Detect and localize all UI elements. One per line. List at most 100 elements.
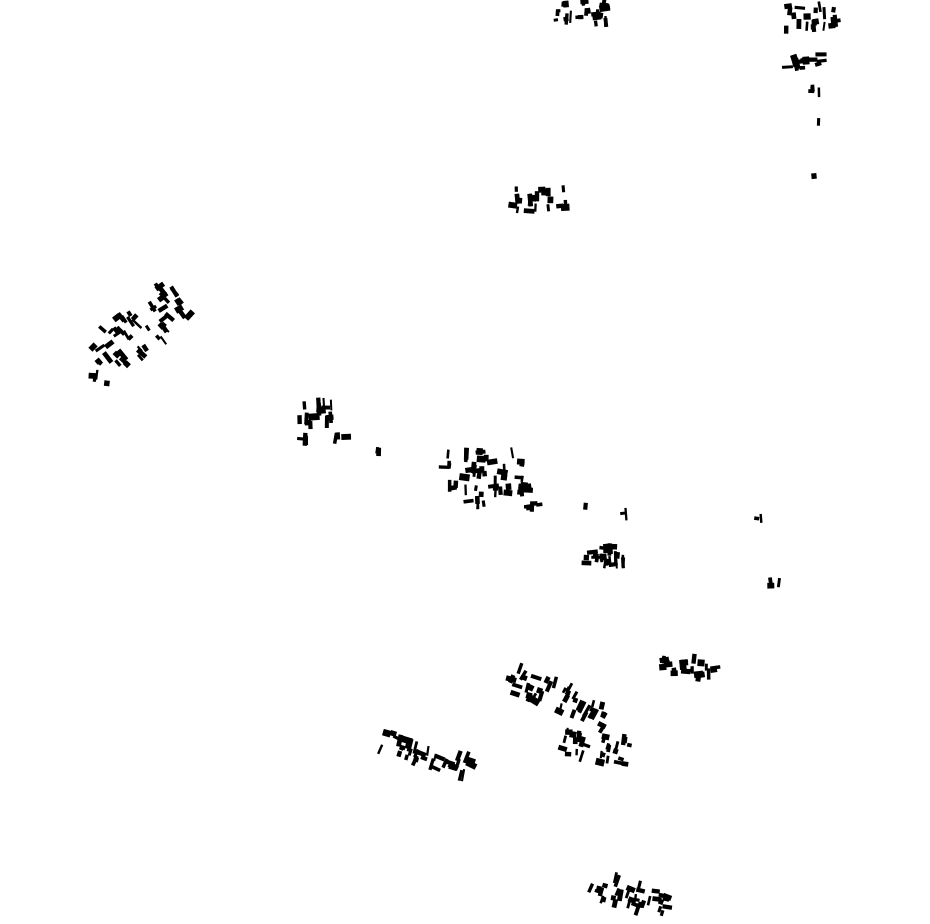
building (329, 399, 333, 411)
building (434, 753, 446, 762)
building (396, 750, 403, 758)
building (710, 665, 721, 670)
building (502, 463, 506, 477)
building (304, 419, 312, 426)
building (159, 335, 168, 345)
building (816, 58, 827, 64)
building (476, 455, 486, 463)
building (116, 312, 126, 323)
building (601, 882, 609, 889)
building-cluster (783, 1, 841, 34)
building (297, 415, 302, 425)
building (776, 577, 781, 588)
building (296, 436, 309, 441)
building (147, 300, 157, 313)
building (639, 899, 647, 909)
building (458, 473, 471, 482)
building-cluster (620, 507, 628, 521)
building (141, 343, 149, 353)
building (691, 653, 697, 664)
building (690, 666, 694, 674)
building (624, 507, 628, 521)
building (833, 18, 841, 24)
building (575, 748, 578, 756)
building (662, 660, 670, 664)
building (803, 13, 811, 20)
building (822, 7, 827, 20)
building (585, 7, 591, 15)
building (578, 750, 585, 763)
building (509, 689, 521, 698)
building (149, 304, 158, 312)
building (597, 887, 605, 897)
building (510, 447, 515, 459)
building (613, 759, 626, 766)
building (178, 310, 187, 320)
building (112, 328, 124, 338)
building (478, 491, 484, 498)
building (554, 706, 565, 717)
building (144, 324, 151, 332)
building (460, 769, 466, 782)
building (544, 680, 554, 693)
building (183, 309, 196, 321)
building (464, 756, 476, 765)
building (523, 208, 535, 214)
building (102, 351, 114, 364)
building (520, 475, 524, 483)
building (493, 475, 497, 486)
building (796, 18, 802, 29)
building (414, 749, 427, 758)
building-cluster (505, 662, 608, 734)
building (96, 359, 104, 366)
building (646, 895, 652, 906)
building (486, 458, 498, 466)
building (322, 397, 326, 411)
building (582, 704, 592, 718)
building (399, 744, 406, 751)
building (808, 89, 815, 94)
building (561, 1, 568, 8)
building (599, 750, 603, 759)
building (618, 890, 623, 897)
building (605, 755, 610, 764)
building (617, 756, 625, 762)
building (516, 458, 525, 465)
building (534, 191, 540, 202)
building (474, 495, 480, 505)
building (463, 447, 468, 461)
building-cluster (88, 369, 110, 387)
building (697, 659, 705, 667)
building (562, 693, 571, 704)
building (505, 483, 512, 491)
building (767, 582, 775, 589)
building (626, 742, 633, 748)
building (412, 756, 420, 763)
building (426, 745, 430, 756)
building (599, 545, 607, 551)
building (107, 327, 115, 335)
building (508, 674, 516, 684)
building (706, 668, 711, 680)
building (564, 13, 569, 25)
building (516, 662, 524, 675)
building (324, 415, 329, 429)
building (112, 350, 121, 359)
building-cluster (553, 0, 611, 28)
building (176, 297, 184, 305)
building (627, 896, 637, 905)
building (520, 481, 529, 487)
building (135, 348, 148, 359)
building (613, 874, 621, 888)
building (670, 670, 678, 677)
building (122, 329, 131, 341)
building (564, 751, 572, 757)
building (341, 433, 352, 440)
building (481, 500, 486, 508)
building (464, 484, 467, 496)
building (651, 888, 661, 894)
building (753, 516, 760, 521)
building (448, 463, 452, 469)
building (630, 901, 640, 908)
building (473, 485, 478, 492)
